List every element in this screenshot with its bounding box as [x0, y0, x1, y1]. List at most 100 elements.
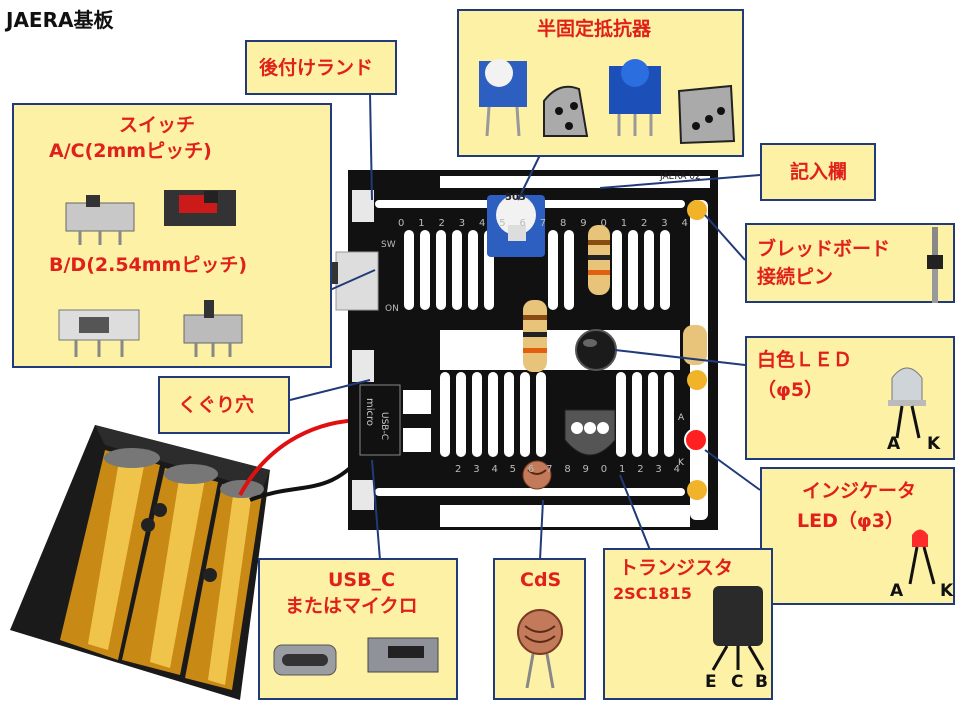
usb-silk: USB-C: [379, 412, 389, 441]
transistor-image: [711, 586, 765, 671]
transistor-label-2: 2SC1815: [613, 584, 692, 603]
switch-images: [58, 190, 243, 357]
transistor-pin-e: E: [705, 672, 717, 692]
usb-label-2: またはマイクロ: [285, 595, 418, 617]
board-letter-a: A: [678, 413, 685, 423]
trimmer-images: [479, 59, 736, 145]
board-number: 2: [438, 218, 445, 229]
cds-callout: CdS: [493, 558, 586, 700]
through-hole-label: くぐり穴: [178, 394, 255, 416]
board-number: 5: [509, 464, 517, 475]
board-number: 9: [580, 218, 587, 229]
board-number: 3: [661, 218, 668, 229]
board-number: 1: [620, 218, 628, 229]
cds-image: [517, 609, 563, 689]
indicator-led-pin-a: A: [890, 581, 904, 601]
board-number: 7: [539, 218, 547, 229]
board-number: 2: [641, 218, 648, 229]
white-led-label-2: （φ5）: [757, 379, 824, 401]
board-number: 8: [564, 464, 571, 475]
board-number: 3: [655, 464, 662, 475]
micro-silk: micro: [364, 398, 375, 427]
board-number: 6: [519, 218, 526, 229]
trimmer-small-icon: [479, 59, 527, 137]
switch-bd-label: B/D(2.54mmピッチ): [49, 254, 248, 276]
breadboard-pin-callout: ブレッドボード 接続ピン: [745, 223, 955, 303]
board-number: 3: [458, 218, 466, 229]
slide-switch-b-icon: [58, 309, 140, 357]
trimmer-small-footprint-icon: [543, 85, 589, 137]
transistor-to92-icon: [711, 586, 765, 671]
pcb-brand: JAERA: [660, 172, 687, 182]
cds-on-board: [522, 460, 552, 490]
usb-images: [273, 637, 439, 676]
board-number: 8: [560, 218, 567, 229]
breadboard-pin-image: [927, 227, 943, 303]
board-number: 4: [681, 218, 688, 229]
pointer-lines: [289, 92, 761, 561]
transistor-label-1: トランジスタ: [619, 557, 734, 579]
usb-label-1: USB_C: [328, 569, 396, 591]
micro-usb-connector-icon: [367, 637, 439, 673]
transistor-on-board: [564, 409, 616, 456]
trimmer-label: 半固定抵抗器: [537, 18, 652, 40]
usb-c-connector-icon: [273, 644, 337, 676]
board-number: 2: [637, 464, 644, 475]
indicator-led-callout: インジケータ LED（φ3） A K: [760, 467, 955, 605]
white-led-pin-k: K: [927, 434, 941, 454]
indicator-led-pin-k: K: [940, 581, 954, 601]
transistor-pin-c: C: [731, 672, 744, 692]
board-number: 4: [479, 218, 486, 229]
indicator-led-icon: [908, 529, 936, 585]
resistor-on-board: [588, 225, 610, 295]
white-led-pin-a: A: [887, 434, 901, 454]
white-led-image: [888, 367, 926, 439]
board-number: 4: [673, 464, 680, 475]
board-number: 4: [491, 464, 498, 475]
memo-callout: 記入欄: [760, 143, 876, 201]
indicator-led-image: [908, 529, 936, 585]
resistor-on-board: [683, 325, 707, 365]
usb-callout: USB_C またはマイクロ: [258, 558, 458, 700]
board-number: 5: [499, 218, 506, 229]
white-led-label-1: 白色ＬＥＤ: [757, 349, 853, 371]
slide-switch-c-icon: [164, 190, 236, 226]
page-title: JAERA基板: [6, 8, 114, 32]
board-number-row-bottom: 2 3 4 5 6 7 8 9 0 1 2 3 4: [455, 464, 680, 478]
board-number: 9: [582, 464, 589, 475]
white-led-icon: [888, 367, 926, 439]
transistor-callout: トランジスタ 2SC1815 E C B: [603, 548, 773, 700]
breadboard-pin-markers: [687, 200, 707, 500]
white-led-on-board: [575, 329, 617, 371]
on-silk: ON: [385, 304, 399, 314]
pcb-label: JAERA 02: [660, 172, 701, 182]
slide-switch-a-icon: [65, 195, 135, 245]
trimmer-large-icon: [609, 59, 661, 136]
indicator-led-on-board: [684, 428, 708, 452]
retrofit-land-label: 後付けランド: [259, 57, 374, 79]
indicator-led-label-1: インジケータ: [802, 480, 917, 502]
pin-header-icon: [927, 227, 943, 303]
breadboard-pin-label-1: ブレッドボード: [757, 238, 891, 260]
battery-cell: [122, 464, 218, 675]
trimmer-callout: 半固定抵抗器: [457, 9, 744, 157]
trimmer-code: 503: [505, 192, 526, 203]
board-number: 1: [418, 218, 425, 229]
board-number: 7: [546, 464, 553, 475]
switch-title: スイッチ: [119, 114, 196, 136]
board-number: 0: [600, 464, 608, 475]
resistor-on-board: [523, 300, 547, 372]
board-letter-k: K: [678, 458, 684, 468]
cds-photoresistor-icon: [517, 609, 563, 689]
pcb-version: 02: [689, 172, 701, 182]
retrofit-land-callout: 後付けランド: [245, 40, 397, 95]
battery-cell: [185, 480, 264, 690]
switch-ac-label: A/C(2mmピッチ): [49, 140, 212, 162]
through-hole-callout: くぐり穴: [158, 376, 290, 434]
slide-switch-d-icon: [183, 300, 243, 357]
breadboard-pin-label-2: 接続ピン: [757, 266, 834, 288]
trimmer-on-board: [487, 195, 545, 257]
board-number: 0: [600, 218, 607, 229]
battery-cell: [60, 448, 160, 660]
